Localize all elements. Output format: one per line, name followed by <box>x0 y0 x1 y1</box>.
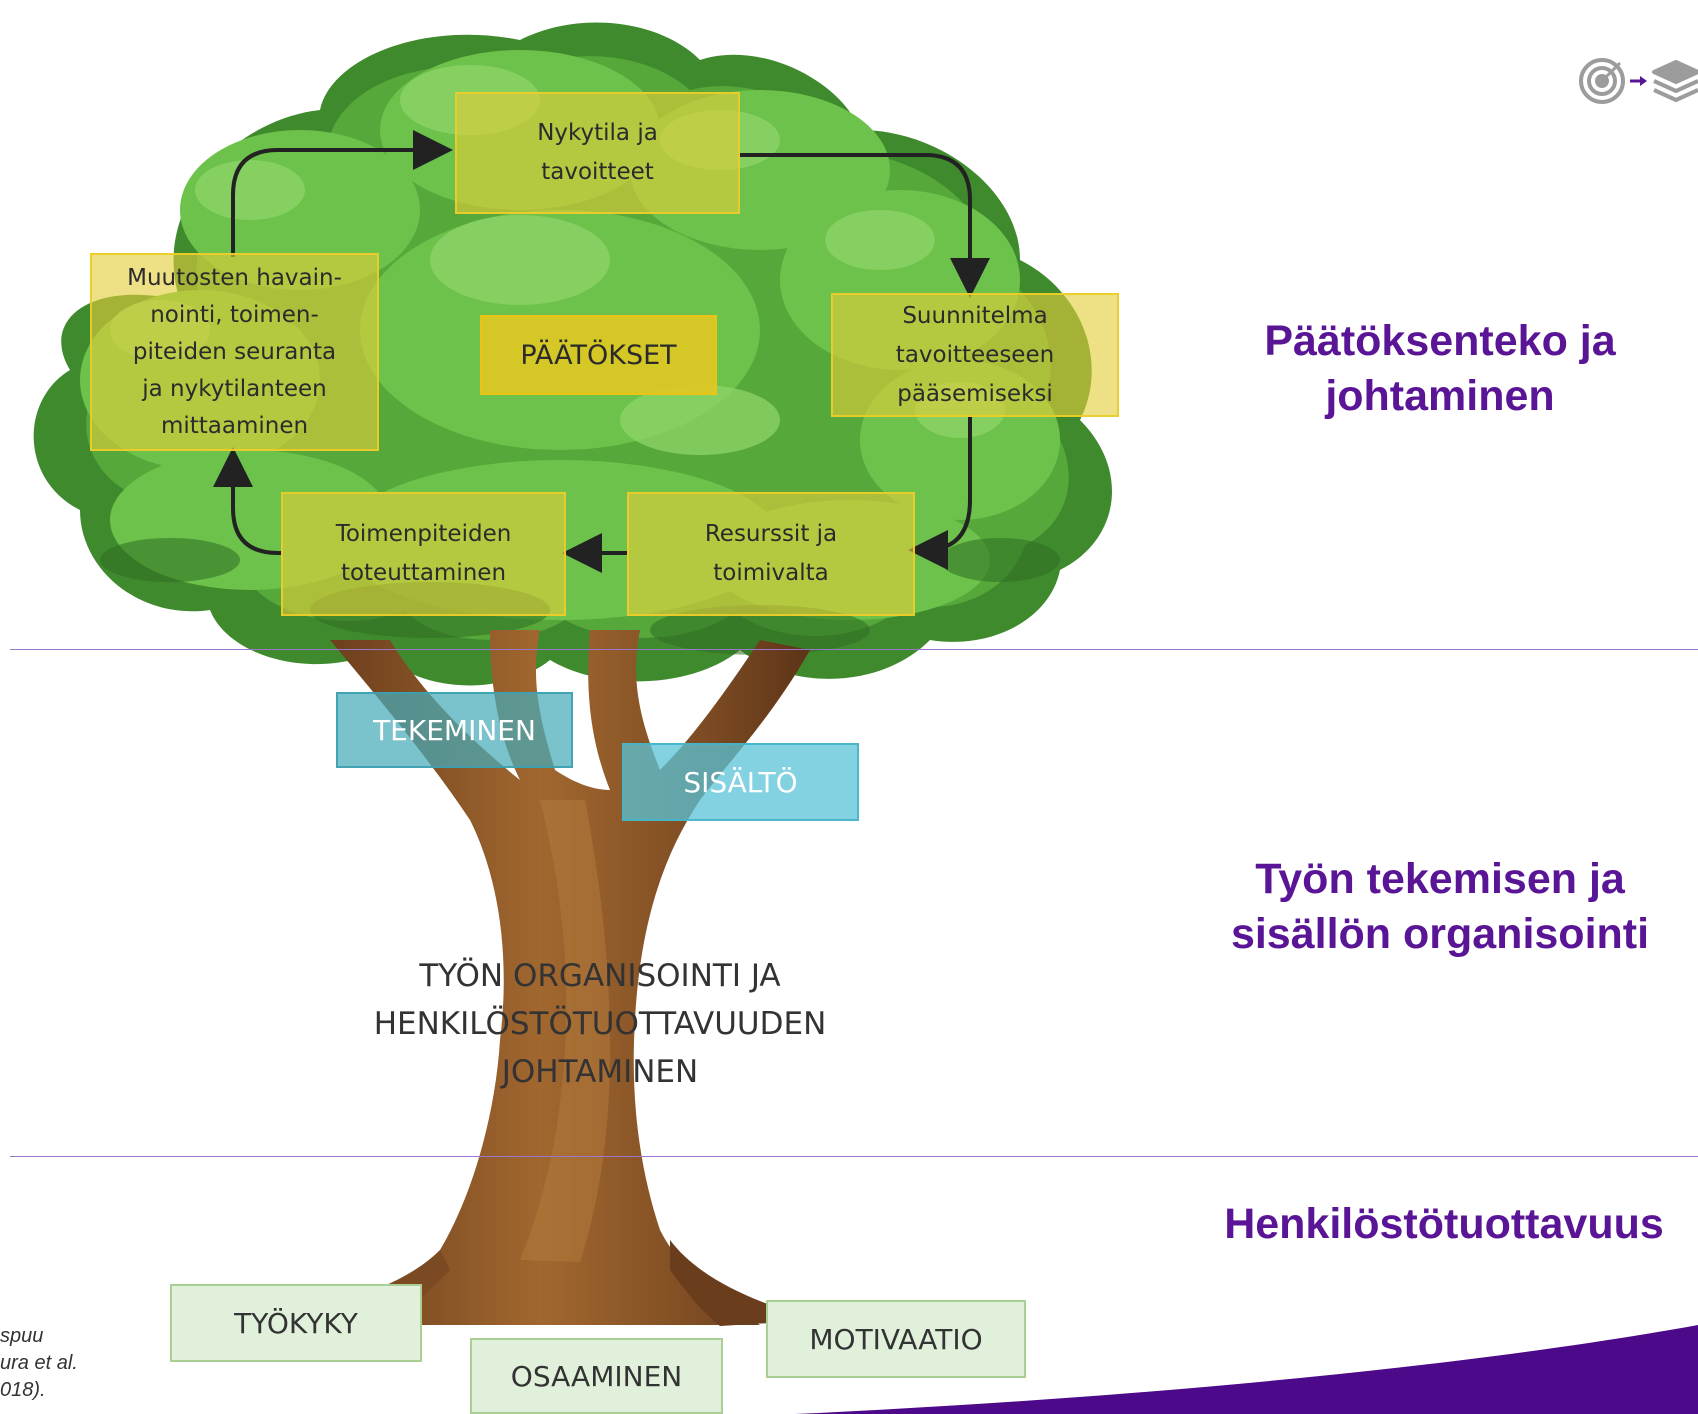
monitoring-box: Muutosten havain- nointi, toimen- piteid… <box>90 253 379 451</box>
cycle-arrows <box>213 130 990 573</box>
stack-icon <box>1652 60 1698 102</box>
level-divider-bottom <box>10 1156 1698 1157</box>
trunk-label-line: JOHTAMINEN <box>501 1054 699 1090</box>
arrow-implementation-to-monitoring <box>213 447 283 555</box>
level-label-decision-making: Päätöksenteko ja johtaminen <box>1264 317 1616 420</box>
trunk-label-line: TYÖN ORGANISOINTI JA <box>419 958 781 994</box>
arrow-right-icon <box>1630 76 1647 86</box>
trunk-label: TYÖN ORGANISOINTI JA HENKILÖSTÖTUOTTAVUU… <box>300 952 900 1096</box>
implementation-box: Toimenpiteiden toteuttaminen <box>281 492 566 616</box>
brand-logo <box>1579 58 1698 104</box>
trunk-highlight <box>520 800 610 1262</box>
source-citation: spuu ura et al. 018). <box>0 1325 78 1401</box>
arrow-monitoring-to-current <box>231 130 453 257</box>
plan-box: Suunnitelma tavoitteeseen pääsemiseksi <box>831 293 1119 417</box>
content-branch-label: SISÄLTÖ <box>622 743 859 821</box>
trunk-label-line: HENKILÖSTÖTUOTTAVUUDEN <box>373 1006 827 1042</box>
work-ability-root: TYÖKYKY <box>170 1284 422 1362</box>
level-divider-top <box>10 649 1698 650</box>
doing-branch-label: TEKEMINEN <box>336 692 573 768</box>
motivation-root: MOTIVAATIO <box>766 1300 1026 1378</box>
arrow-current-to-plan <box>738 153 990 298</box>
resources-box: Resurssit ja toimivalta <box>627 492 915 616</box>
level-label-work-organisation: Työn tekemisen ja sisällön organisointi <box>1230 855 1650 958</box>
level-label-personnel-productivity: Henkilöstötuottavuus <box>1224 1200 1664 1248</box>
target-icon <box>1579 58 1625 104</box>
decisions-core-box: PÄÄTÖKSET <box>480 315 717 395</box>
competence-root: OSAAMINEN <box>470 1338 723 1414</box>
arrow-plan-to-resources <box>908 415 972 570</box>
current-state-box: Nykytila ja tavoitteet <box>455 92 740 214</box>
root-right <box>670 1240 820 1326</box>
